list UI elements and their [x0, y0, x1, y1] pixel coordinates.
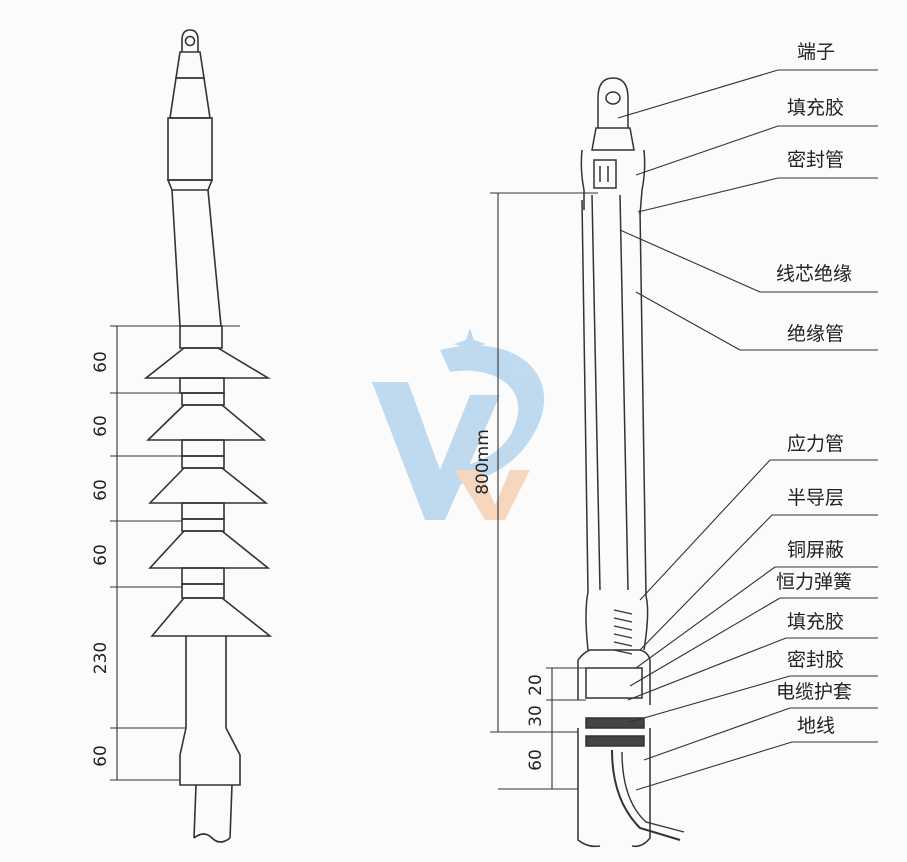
label-sealant: 密封胶	[787, 649, 844, 671]
dim-right-1: 20	[526, 674, 546, 696]
label-filler-top: 填充胶	[787, 97, 844, 119]
stress-tube	[585, 591, 649, 651]
shed-1	[143, 347, 271, 379]
label-terminal: 端子	[797, 41, 835, 63]
dim-left-3: 60	[91, 479, 111, 501]
shed-5	[150, 597, 273, 637]
label-insulation-tube: 绝缘管	[787, 323, 844, 345]
label-ground-wire: 地线	[797, 715, 835, 737]
dim-right-3: 60	[526, 749, 546, 771]
ground-wire	[611, 749, 681, 841]
label-stress-tube: 应力管	[787, 433, 844, 455]
dim-left-5: 230	[91, 642, 111, 674]
dim-left-6: 60	[91, 745, 111, 767]
dim-right-2: 30	[526, 705, 546, 727]
label-cable-jacket: 电缆护套	[776, 681, 852, 703]
dim-left-4: 60	[91, 544, 111, 566]
label-sealing-tube: 密封管	[787, 149, 844, 171]
left-dimension-labels: 60 60 60 60 230 60	[91, 351, 111, 767]
outdoor-termination	[143, 29, 273, 843]
label-core-insulation: 线芯绝缘	[776, 263, 852, 285]
left-dimension-lines	[110, 325, 240, 781]
shed-3	[148, 467, 269, 504]
lug	[181, 29, 199, 52]
shed-2	[146, 404, 267, 441]
right-dimension-lines	[490, 192, 598, 790]
spring-coil	[613, 609, 633, 655]
dim-total: 800mm	[473, 429, 493, 495]
insulation-tube	[581, 199, 647, 597]
label-copper-shield: 铜屏蔽	[787, 539, 844, 561]
dim-left-1: 60	[91, 351, 111, 373]
termination-cross-section	[577, 77, 685, 848]
sealant-band	[585, 717, 645, 729]
label-semiconductive-layer: 半导层	[787, 487, 844, 509]
core-insulation	[591, 194, 629, 591]
watermark-logo	[372, 328, 545, 520]
label-filler-bottom: 填充胶	[787, 611, 844, 633]
cable-jacket	[577, 728, 651, 848]
component-labels: 端子 填充胶 密封管 线芯绝缘 绝缘管 应力管 半导层 铜屏蔽 恒力弹簧 填充胶…	[776, 41, 852, 737]
label-constant-force-spring: 恒力弹簧	[776, 571, 852, 593]
cable	[193, 784, 233, 839]
terminal-lug	[597, 77, 629, 128]
shed-4	[148, 530, 271, 569]
leader-lines	[617, 69, 878, 791]
dim-left-2: 60	[91, 415, 111, 437]
right-dimension-labels: 800mm 20 30 60	[473, 429, 546, 771]
